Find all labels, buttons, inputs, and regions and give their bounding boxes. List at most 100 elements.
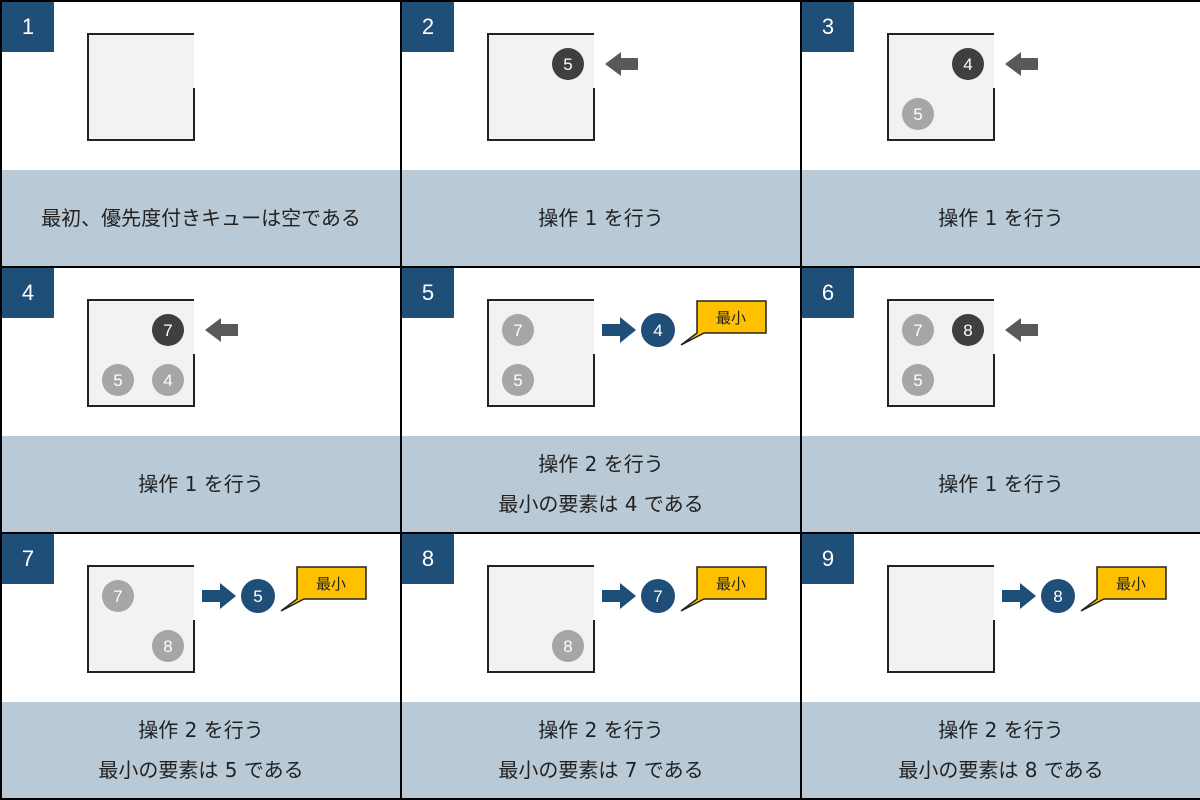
caption-line: 操作 2 を行う [538,452,664,476]
element-label: 8 [563,637,572,656]
element-circle [902,314,934,346]
step-caption: 操作 1 を行う [802,170,1200,266]
step-panel-7: 7 8 5 最小 7 操作 2 を行う最小の要素は 5 である [2,534,400,798]
element-circle [502,364,534,396]
step-caption: 操作 2 を行う最小の要素は 5 である [2,702,400,798]
step-caption: 操作 1 を行う [402,170,800,266]
element-5: 5 [902,364,934,396]
element-7: 7 [102,580,134,612]
element-circle [102,364,134,396]
caption-line: 操作 1 を行う [938,472,1064,496]
element-circle [552,630,584,662]
step-number: 6 [802,268,854,318]
element-label: 4 [963,55,972,74]
step-scene: 7 5 4 [87,299,238,407]
step-scene: 7 8 5 最小 [87,565,367,673]
step-number: 7 [2,534,54,584]
callout-bubble [680,300,767,346]
step-caption: 操作 1 を行う [802,436,1200,532]
callout-text: 最小 [1116,575,1146,593]
element-5: 5 [102,364,134,396]
step-number: 1 [2,2,54,52]
queue-box-border [87,33,195,141]
caption-line: 最初、優先度付きキューは空である [41,206,361,230]
queue-box-border [487,565,595,673]
element-label: 7 [913,321,922,340]
removed-element: 7 [641,579,675,613]
element-4: 4 [952,48,984,80]
queue-box [888,34,994,140]
element-label: 7 [163,321,172,340]
step-scene: 7 8 5 [887,299,1038,407]
callout-text: 最小 [716,309,746,327]
caption-line: 最小の要素は 5 である [98,758,304,782]
insert-arrow-icon [605,52,638,76]
insert-arrow-icon [1005,52,1038,76]
caption-line: 操作 2 を行う [538,718,664,742]
callout-bubble [680,566,767,612]
caption-line: 操作 2 を行う [138,718,264,742]
caption-line: 操作 1 を行う [538,206,664,230]
insert-arrow-icon [205,318,238,342]
minimum-callout: 最小 [680,300,767,346]
element-7: 7 [502,314,534,346]
caption-line: 最小の要素は 8 である [898,758,1104,782]
removed-element-circle [641,579,675,613]
element-4: 4 [152,364,184,396]
remove-arrow-icon [602,583,636,609]
minimum-callout: 最小 [680,566,767,612]
step-scene: 5 [487,33,638,141]
minimum-callout: 最小 [1080,566,1167,612]
remove-arrow-icon [202,583,236,609]
step-caption: 操作 2 を行う最小の要素は 7 である [402,702,800,798]
step-number: 8 [402,534,454,584]
element-circle [502,314,534,346]
caption-line: 最小の要素は 4 である [498,492,704,516]
removed-element-circle [241,579,275,613]
removed-element: 8 [1041,579,1075,613]
step-caption: 操作 1 を行う [2,436,400,532]
caption-line: 操作 1 を行う [138,472,264,496]
queue-box [88,34,194,140]
element-label: 5 [913,105,922,124]
element-7: 7 [152,314,184,346]
element-circle [152,630,184,662]
removed-element-label: 5 [253,587,262,606]
element-circle [102,580,134,612]
queue-box-border [87,299,195,407]
queue-box-border [887,299,995,407]
remove-arrow-icon [602,317,636,343]
element-label: 7 [113,587,122,606]
callout-text: 最小 [716,575,746,593]
caption-line: 最小の要素は 7 である [498,758,704,782]
minimum-callout: 最小 [280,566,367,612]
element-label: 8 [163,637,172,656]
element-label: 4 [163,371,172,390]
element-8: 8 [152,630,184,662]
step-panel-8: 8 7 最小 8 操作 2 を行う最小の要素は 7 である [402,534,800,798]
callout-bubble [280,566,367,612]
element-circle [902,98,934,130]
callout-bubble [1080,566,1167,612]
element-8: 8 [952,314,984,346]
element-circle [902,364,934,396]
caption-line: 操作 2 を行う [938,718,1064,742]
element-label: 5 [113,371,122,390]
removed-element-label: 8 [1053,587,1062,606]
step-scene [87,33,195,141]
element-5: 5 [502,364,534,396]
queue-box [488,34,594,140]
queue-box-border [487,299,595,407]
element-5: 5 [552,48,584,80]
step-caption: 操作 2 を行う最小の要素は 4 である [402,436,800,532]
element-circle [552,48,584,80]
element-5: 5 [902,98,934,130]
removed-element-label: 7 [653,587,662,606]
element-circle [952,314,984,346]
queue-box [488,300,594,406]
element-label: 5 [913,371,922,390]
step-caption: 最初、優先度付きキューは空である [2,170,400,266]
